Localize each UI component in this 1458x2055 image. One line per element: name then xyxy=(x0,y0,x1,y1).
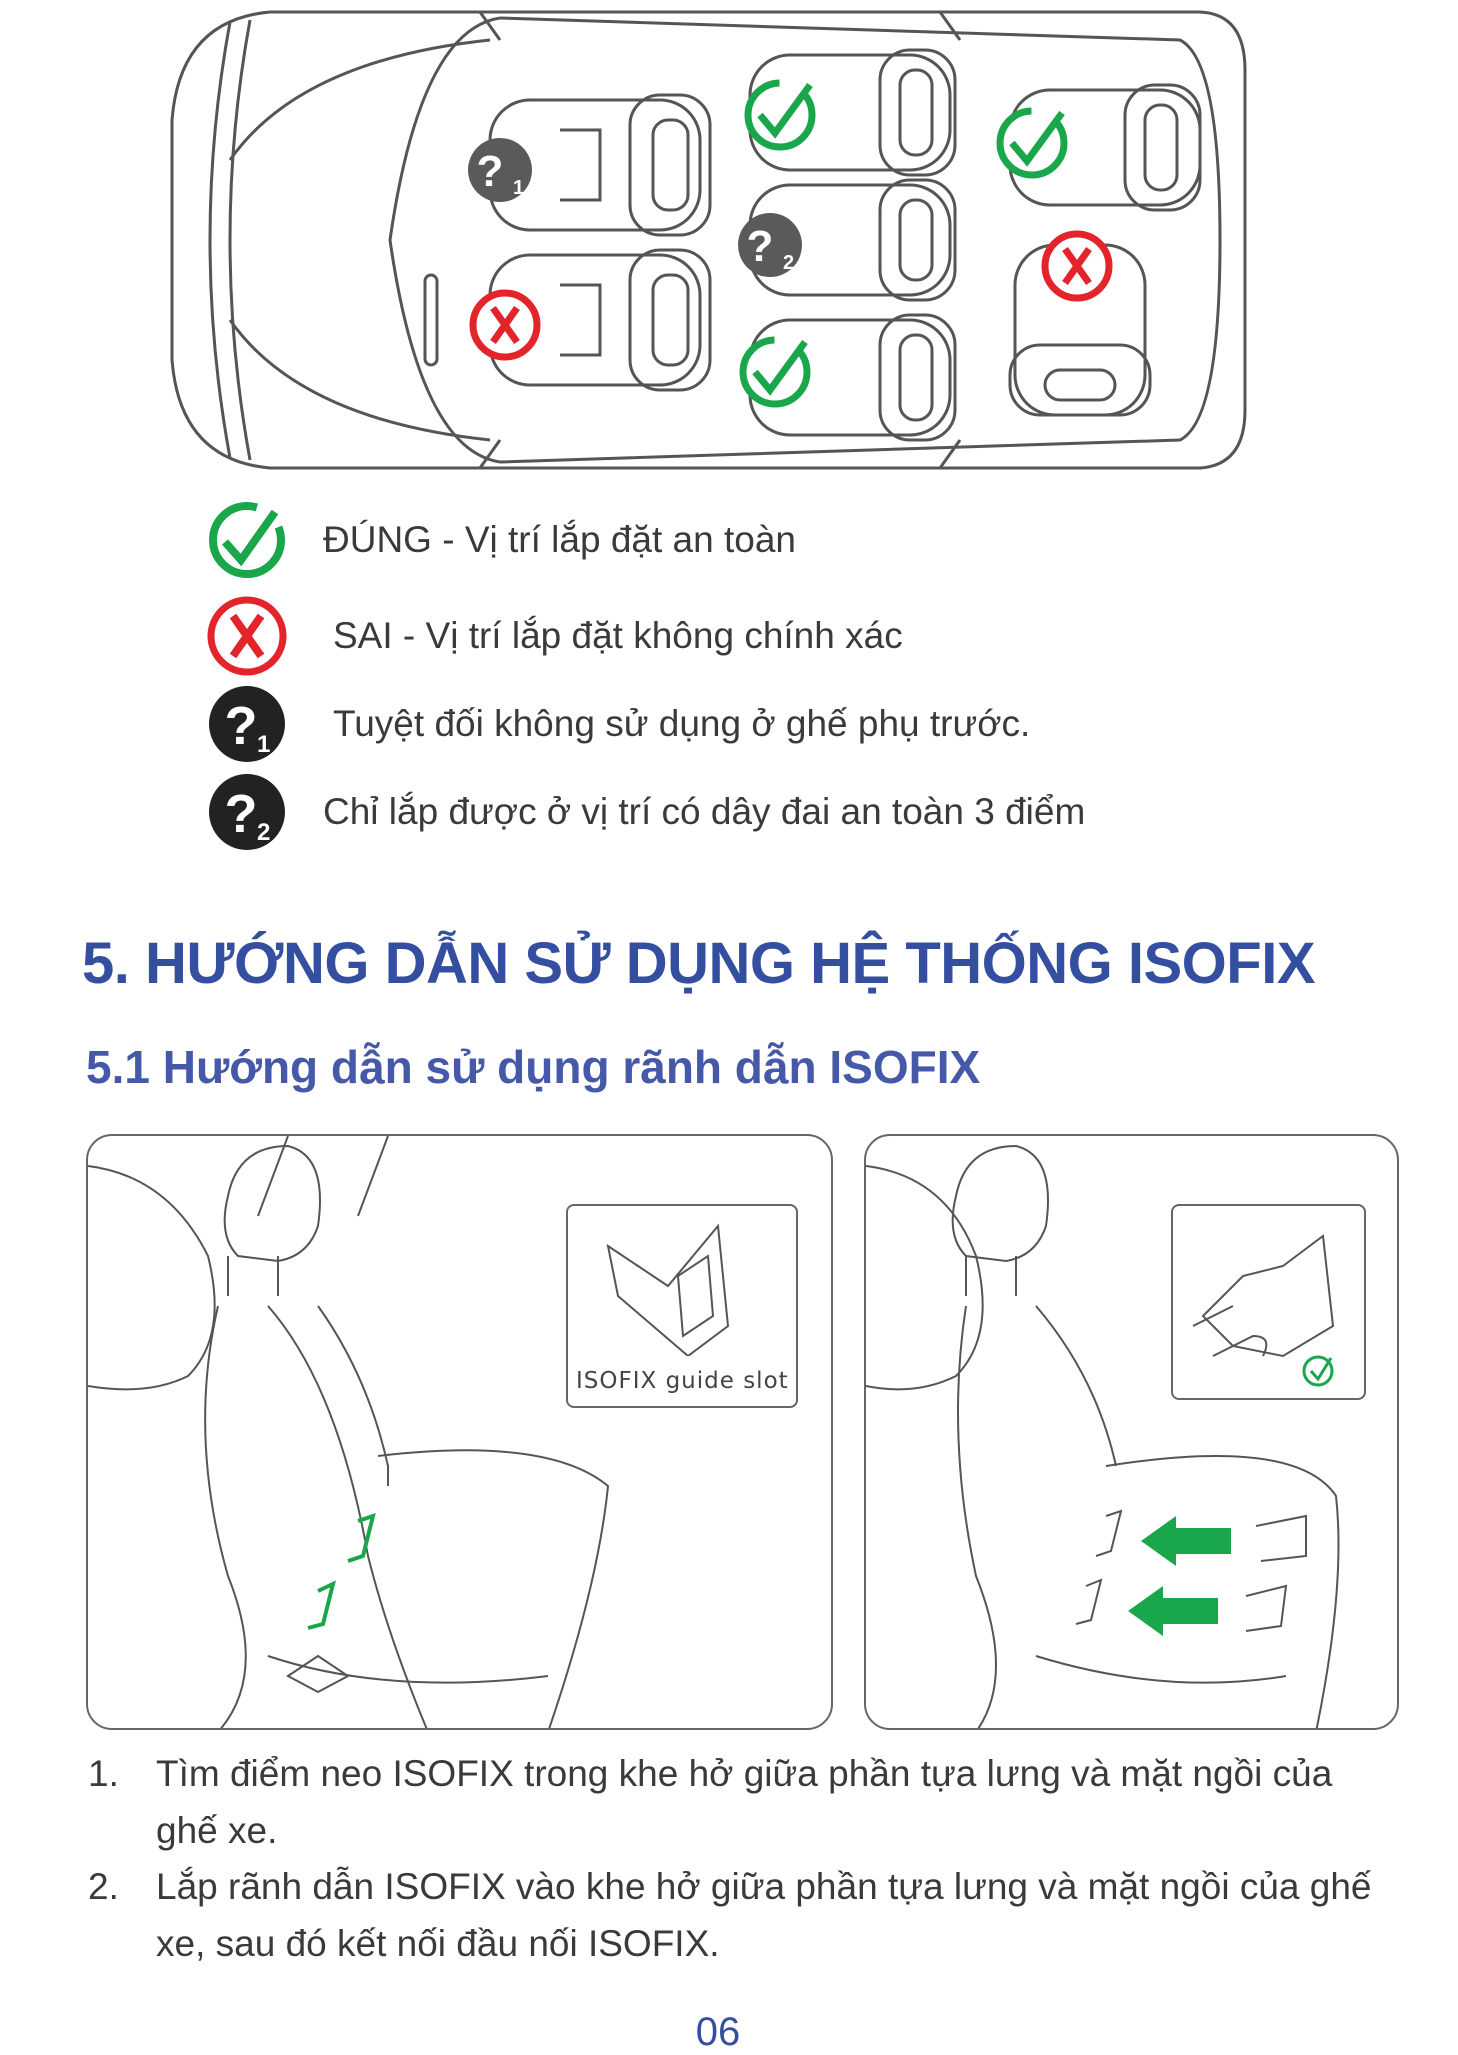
step-number: 2. xyxy=(88,1866,119,1907)
arrow-left-icon xyxy=(1128,1586,1218,1636)
legend-text: ĐÚNG - Vị trí lắp đặt an toàn xyxy=(323,519,796,560)
svg-text:?: ? xyxy=(225,784,258,844)
check-icon xyxy=(209,502,285,578)
figure-isofix-insert xyxy=(864,1134,1399,1730)
section-title: 5. HƯỚNG DẪN SỬ DỤNG HỆ THỐNG ISOFIX xyxy=(82,931,1316,996)
svg-text:1: 1 xyxy=(513,177,524,199)
seat-row3-left xyxy=(1008,243,1152,417)
check-marker xyxy=(996,107,1068,179)
svg-text:?: ? xyxy=(225,696,258,756)
legend-item-question-1: ?1 Tuyệt đối không sử dụng ở ghế phụ trư… xyxy=(205,684,1030,764)
inset-label: ISOFIX guide slot xyxy=(576,1368,789,1394)
question-2-marker: ?2 xyxy=(738,213,802,277)
svg-text:?: ? xyxy=(477,147,504,196)
step-text: Tìm điểm neo ISOFIX trong khe hở giữa ph… xyxy=(156,1753,1333,1851)
cross-marker xyxy=(1041,230,1113,302)
car-seat-illustration xyxy=(88,1136,610,1728)
inset-isofix-guide-slot: ISOFIX guide slot xyxy=(566,1204,798,1408)
figure-isofix-anchor: ISOFIX guide slot xyxy=(86,1134,833,1730)
cross-marker xyxy=(469,289,541,361)
legend-item-wrong: SAI - Vị trí lắp đặt không chính xác xyxy=(205,596,903,676)
legend-text: Tuyệt đối không sử dụng ở ghế phụ trước. xyxy=(333,703,1031,744)
step-2: 2. Lắp rãnh dẫn ISOFIX vào khe hở giữa p… xyxy=(88,1858,1398,1972)
car-body xyxy=(170,10,1247,470)
isofix-guide-slot-icon xyxy=(606,1223,730,1358)
subsection-title: 5.1 Hướng dẫn sử dụng rãnh dẫn ISOFIX xyxy=(86,1041,981,1093)
svg-text:?: ? xyxy=(747,222,774,271)
question-1-icon: ?1 xyxy=(209,686,285,762)
check-marker xyxy=(739,336,811,408)
svg-text:1: 1 xyxy=(257,731,270,758)
isofix-connector-icon xyxy=(1192,1234,1335,1387)
legend-text: Chỉ lắp được ở vị trí có dây đai an toàn… xyxy=(323,791,1086,832)
legend-text: SAI - Vị trí lắp đặt không chính xác xyxy=(333,615,903,656)
svg-text:2: 2 xyxy=(257,819,270,846)
insert-arrows xyxy=(1128,1516,1231,1636)
question-1-marker: ?1 xyxy=(468,138,532,202)
page-number: 06 xyxy=(695,2010,741,2054)
seat-row2-left xyxy=(748,313,957,442)
step-1: 1. Tìm điểm neo ISOFIX trong khe hở giữa… xyxy=(88,1745,1398,1859)
svg-text:2: 2 xyxy=(783,252,794,274)
cross-icon xyxy=(207,596,287,676)
legend-item-correct: ĐÚNG - Vị trí lắp đặt an toàn xyxy=(205,500,796,580)
question-2-icon: ?2 xyxy=(209,774,285,850)
isofix-slot-highlight xyxy=(307,1512,376,1630)
step-text: Lắp rãnh dẫn ISOFIX vào khe hở giữa phần… xyxy=(156,1866,1372,1964)
step-number: 1. xyxy=(88,1753,119,1794)
check-marker xyxy=(744,79,816,151)
legend-item-question-2: ?2 Chỉ lắp được ở vị trí có dây đai an t… xyxy=(205,772,1085,852)
car-seat-position-diagram: ?1 ?2 xyxy=(170,10,1247,470)
arrow-left-icon xyxy=(1141,1516,1231,1566)
inset-isofix-connector xyxy=(1171,1204,1366,1400)
car-seat-illustration xyxy=(866,1144,1340,1728)
